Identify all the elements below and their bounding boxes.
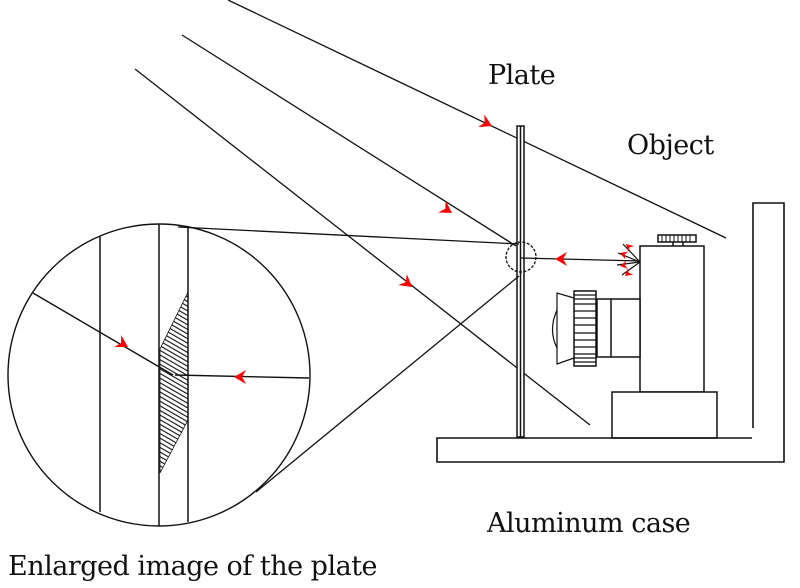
enlarged-plate-view bbox=[7, 223, 311, 527]
object-beam bbox=[520, 257, 641, 262]
plate-label: Plate bbox=[488, 60, 556, 91]
ray-arrow-icons bbox=[398, 114, 496, 293]
reference-rays bbox=[134, 0, 727, 426]
object-label: Object bbox=[627, 130, 714, 161]
object-pedestal bbox=[611, 391, 718, 439]
aluminum-case bbox=[436, 202, 785, 463]
lens-assembly bbox=[551, 290, 641, 367]
interference-fringes bbox=[159, 291, 189, 474]
magnification-lines bbox=[177, 226, 520, 493]
object-body bbox=[639, 234, 705, 393]
aluminum-case-label: Aluminum case bbox=[487, 508, 691, 539]
photographic-plate bbox=[516, 125, 525, 438]
magnifier-spot bbox=[505, 241, 537, 273]
enlarged-image-label: Enlarged image of the plate bbox=[8, 551, 378, 582]
